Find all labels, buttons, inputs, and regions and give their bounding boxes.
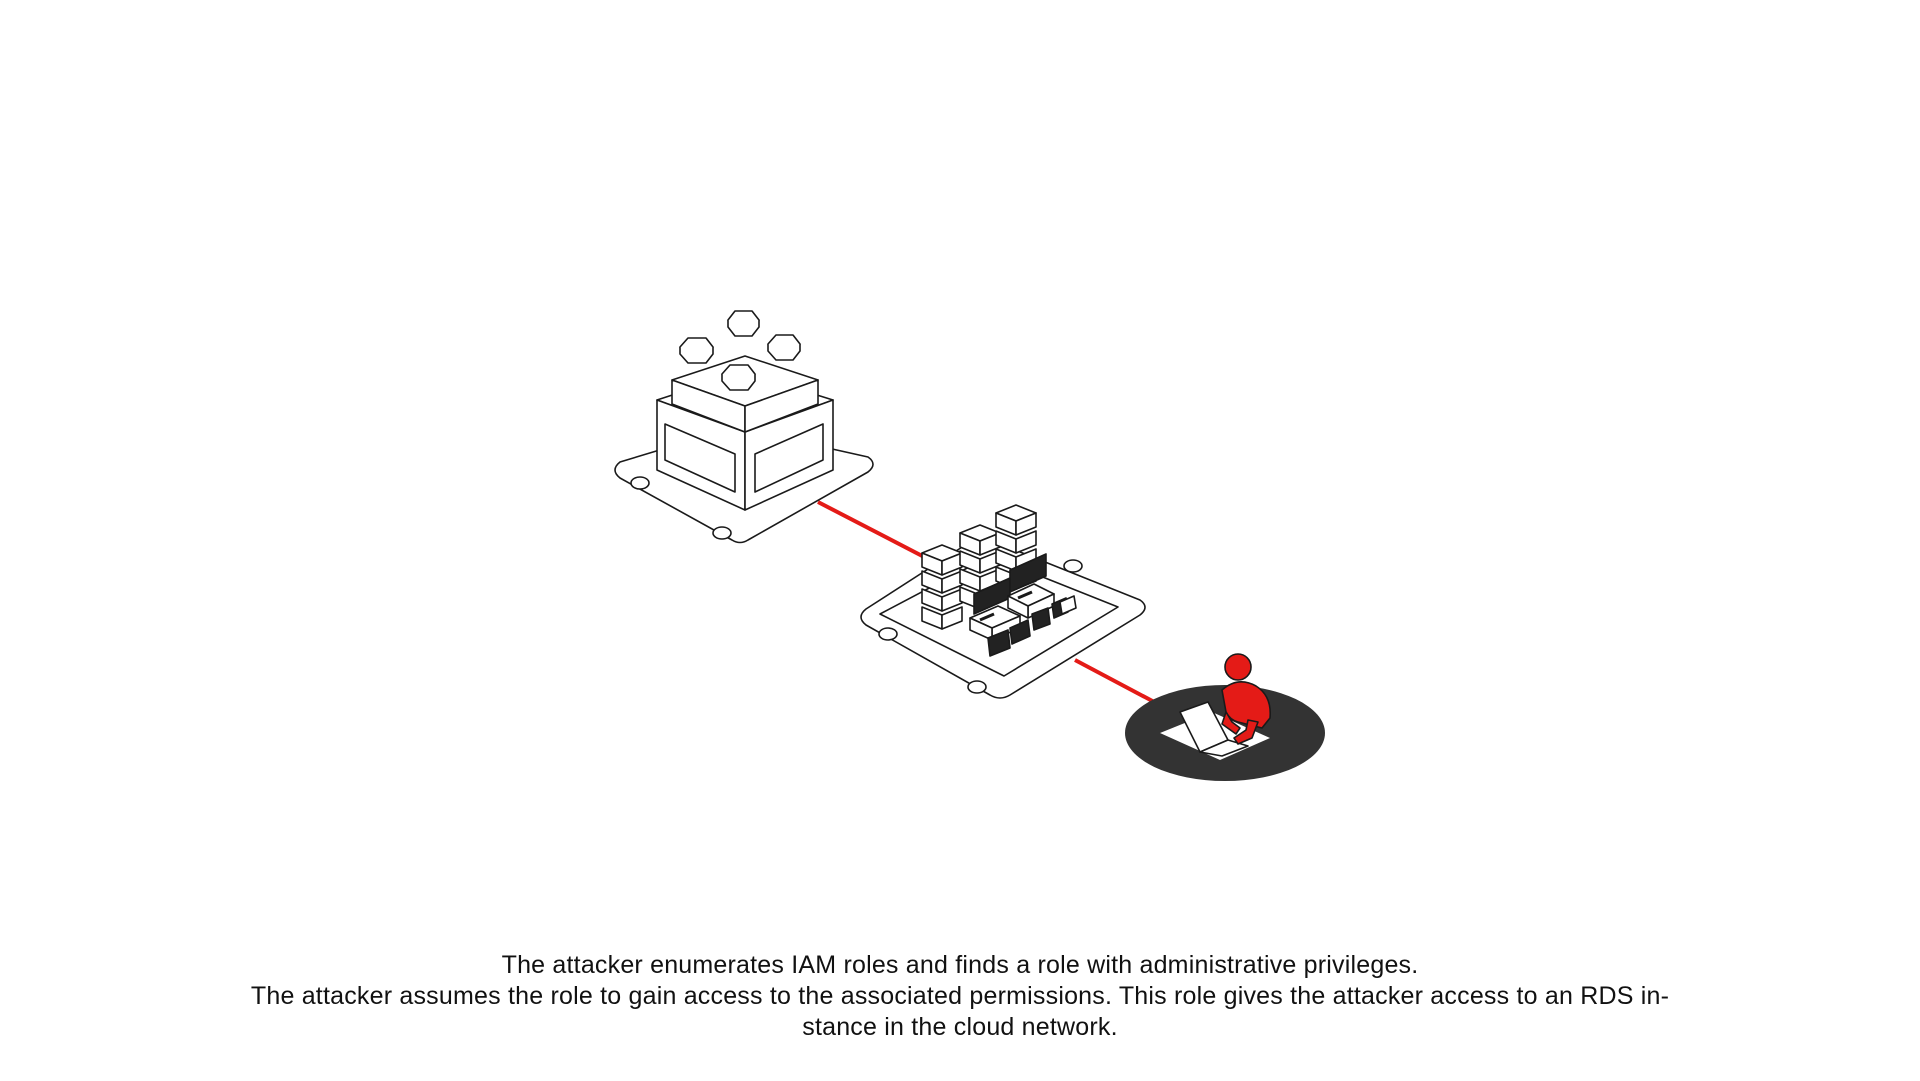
hexagon-icon	[727, 310, 760, 337]
server-stack-icon	[921, 544, 963, 630]
iam-building-icon	[656, 355, 834, 511]
laptop-icon	[1179, 701, 1249, 757]
rds-platform-port	[1063, 559, 1083, 573]
rds-platform-inner	[879, 555, 1119, 677]
hexagon-icon	[767, 334, 801, 361]
iam-platform-port	[630, 476, 650, 490]
diagram-caption: The attacker enumerates IAM roles and fi…	[140, 950, 1780, 1043]
connection-line-rds-to-attacker	[1074, 658, 1159, 706]
iam-node	[614, 310, 874, 544]
hexagon-icon	[721, 364, 756, 391]
rds-platform-port	[878, 627, 898, 641]
connection-line-iam-to-rds	[817, 500, 931, 562]
caption-line-2: The attacker assumes the role to gain ac…	[250, 982, 1670, 1010]
caption-line-3: stance in the cloud network.	[802, 1013, 1118, 1041]
rds-platform-port	[967, 680, 987, 694]
monitor-icon	[969, 577, 1021, 641]
attacker-node	[1125, 653, 1325, 781]
attacker-icon	[1221, 653, 1272, 745]
hexagon-icon	[679, 337, 714, 364]
iam-platform-port	[712, 526, 732, 540]
monitor-icon	[987, 595, 1077, 657]
rds-instance-icon	[860, 504, 1146, 699]
caption-line-1: The attacker enumerates IAM roles and fi…	[501, 951, 1419, 979]
monitor-icon	[1007, 553, 1055, 619]
